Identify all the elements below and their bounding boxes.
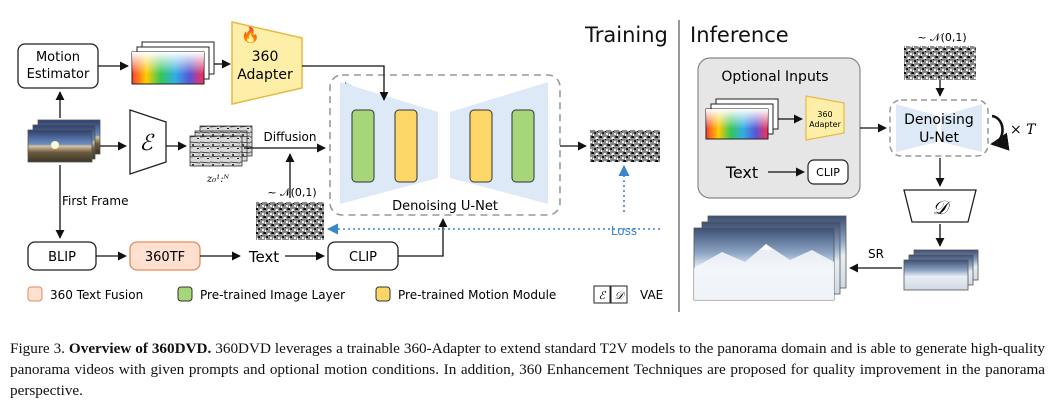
unet-container — [329, 74, 561, 216]
inference-unet-encoder — [896, 104, 937, 152]
first-frame-label: First Frame — [62, 194, 128, 208]
encoder-symbol: ℰ — [139, 131, 155, 156]
360tf-label: 360TF — [145, 250, 185, 265]
inference-noise-label: ~ 𝒩(0,1) — [917, 31, 966, 44]
noise-input — [256, 202, 324, 240]
inference-adapter-label-1: 360 — [817, 110, 832, 119]
inference-arrows — [768, 80, 945, 273]
loop-arrow — [990, 114, 1010, 151]
legend-motion-module: Pre-trained Motion Module — [398, 288, 556, 302]
adapter-block — [231, 21, 303, 105]
caption-body: 360DVD leverages a trainable 360-Adapter… — [10, 340, 1046, 399]
optional-inputs-title: Optional Inputs — [721, 69, 828, 85]
inference-unet-decoder — [941, 104, 982, 152]
input-panorama-video — [27, 119, 101, 163]
legend-encoder-symbol: ℰ — [599, 289, 607, 302]
inference-denoising-label-2: U-Net — [919, 130, 959, 146]
blip-label: BLIP — [48, 250, 76, 265]
legend-image-layer: Pre-trained Image Layer — [200, 288, 345, 302]
predicted-noise — [590, 130, 660, 162]
caption-label: Figure 3. — [10, 340, 65, 357]
image-layer-2 — [511, 109, 535, 183]
latent-label: z₀¹:ᴺ — [206, 174, 230, 185]
text-label: Text — [248, 248, 279, 266]
legend-text-fusion: 360 Text Fusion — [50, 288, 143, 302]
motion-estimator-label-2: Estimator — [27, 67, 90, 82]
inference-denoising-label-1: Denoising — [904, 112, 974, 128]
overview-diagram: Training Motion Estimator 🔥 360 Adapter … — [17, 20, 1037, 312]
denoising-unet-label: Denoising U-Net — [392, 199, 498, 214]
sr-label: SR — [868, 247, 884, 261]
training-header: Training — [584, 23, 668, 47]
decoder-symbol: 𝒟 — [932, 197, 951, 219]
diffusion-label: Diffusion — [264, 130, 317, 144]
inference-noise — [904, 46, 976, 80]
motion-module-2 — [469, 109, 493, 183]
inference-text-label: Text — [725, 163, 758, 182]
legend-decoder-symbol: 𝒟 — [615, 289, 626, 302]
loss-arrows — [326, 164, 660, 235]
inference-clip-box — [807, 159, 849, 185]
inference-section: Inference ~ 𝒩(0,1) Optional Inputs 360 A… — [690, 23, 1037, 301]
figure-caption: Figure 3. Overview of 360DVD. 360DVD lev… — [10, 338, 1045, 401]
inference-adapter-block — [805, 95, 845, 141]
fire-icon: 🔥 — [241, 26, 260, 44]
adapter-label-2: Adapter — [237, 67, 293, 83]
image-layer-1 — [351, 109, 375, 183]
loss-label: Loss — [611, 224, 637, 238]
motion-flow-frames — [131, 41, 215, 85]
training-section: Training Motion Estimator 🔥 360 Adapter … — [17, 21, 668, 304]
motion-module-1 — [394, 109, 418, 183]
legend-vae: VAE — [640, 288, 663, 302]
lowres-output-frames — [903, 249, 979, 291]
training-arrows — [55, 59, 587, 261]
highres-output-panorama — [693, 215, 847, 301]
caption-title: Overview of 360DVD. — [68, 340, 212, 357]
decoder-block — [903, 189, 977, 223]
inference-clip-label: CLIP — [816, 166, 840, 179]
clip-label: CLIP — [349, 250, 377, 265]
inference-header: Inference — [690, 23, 789, 47]
motion-estimator-label-1: Motion — [36, 50, 80, 65]
inference-motion-frames — [705, 98, 779, 140]
inference-adapter-label-2: Adapter — [809, 120, 841, 129]
legend: 360 Text Fusion Pre-trained Image Layer … — [27, 285, 663, 304]
adapter-label-1: 360 — [252, 49, 279, 65]
latent-frames — [189, 125, 253, 167]
encoder-block — [129, 109, 167, 175]
times-t-label: × T — [1010, 122, 1037, 138]
noise-distribution-label: ~ 𝒩(0,1) — [267, 186, 316, 199]
